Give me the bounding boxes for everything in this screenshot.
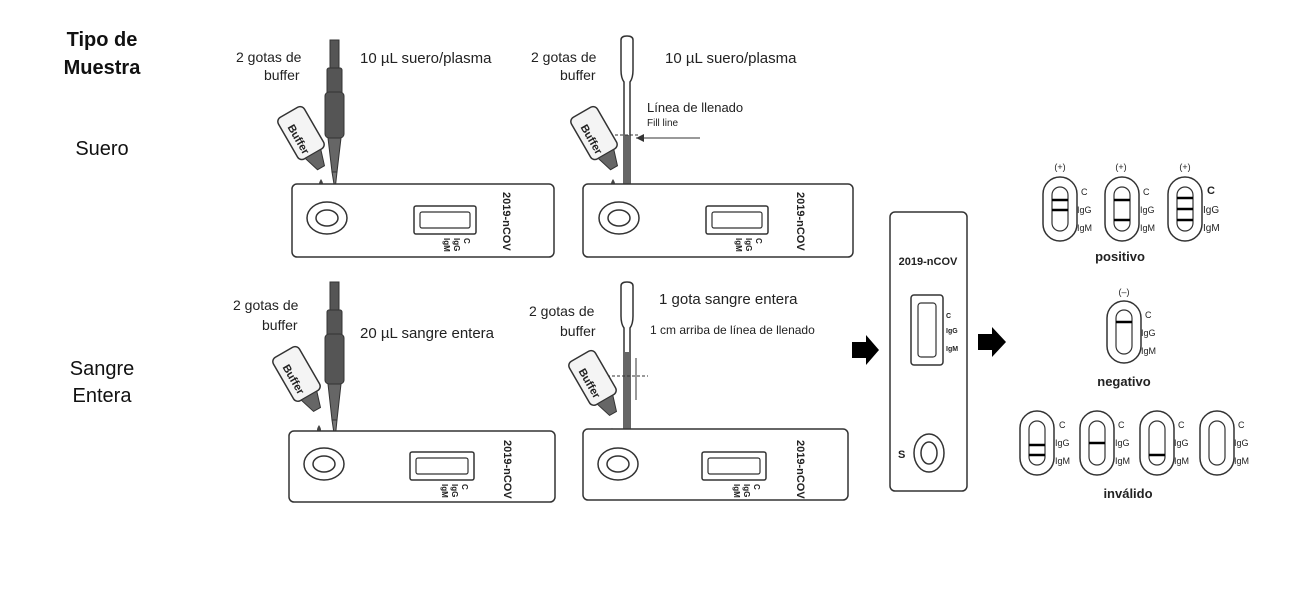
buffer-bottle-icon: Buffer <box>568 349 618 417</box>
positive-mark: (+) <box>1179 162 1190 172</box>
line-c-label: C <box>1238 420 1245 430</box>
buffer-text: buffer <box>262 317 298 333</box>
dropper-icon <box>620 35 634 187</box>
volume-text: 1 gota sangre entera <box>659 291 798 308</box>
line-igm-label: IgM <box>732 484 741 498</box>
line-igm-label: IgM <box>442 238 451 252</box>
panel-dropper-serum: 2 gotas de buffer 10 µL suero/plasma Lín… <box>531 35 854 258</box>
header-line-2: Muestra <box>63 57 141 79</box>
micropipette-icon <box>324 39 345 191</box>
line-igg-label: IgG <box>744 238 753 251</box>
buffer-text: buffer <box>264 67 300 83</box>
line-igm-label: IgM <box>1203 223 1220 234</box>
line-igg-label: IgG <box>1140 205 1155 215</box>
volume-text: 20 µL sangre entera <box>360 325 495 342</box>
positive-mark: (+) <box>1054 162 1065 172</box>
line-igg-label: IgG <box>742 484 751 497</box>
cassette-name: 2019-nCOV <box>794 192 806 251</box>
line-igm-label: IgM <box>1115 456 1130 466</box>
cassette-name: 2019-nCOV <box>899 256 958 268</box>
cassette-name: 2019-nCOV <box>500 192 512 251</box>
buffer-bottle-icon: Buffer <box>272 345 322 413</box>
dropper-icon <box>620 281 634 442</box>
line-igm-label: IgM <box>1140 223 1155 233</box>
sample-type-header: Tipo de Muestra <box>40 26 164 82</box>
buffer-drops-text: 2 gotas de <box>529 303 595 319</box>
fill-line-text: Línea de llenado <box>647 100 743 115</box>
result-positive: (+) (+) (+) C IgG IgM C IgG IgM C IgG <box>1042 162 1220 264</box>
line-igg-label: IgG <box>1203 205 1219 216</box>
vertical-cassette: 2019-nCOV C IgG IgM S <box>889 211 968 492</box>
line-c-label: C <box>460 484 469 490</box>
buffer-text: buffer <box>560 67 596 83</box>
line-igm-label: IgM <box>440 484 449 498</box>
cassette-name: 2019-nCOV <box>501 440 513 499</box>
line-igm-label: IgM <box>1141 346 1156 356</box>
invalid-label: inválido <box>1103 486 1152 501</box>
volume-text: 10 µL suero/plasma <box>360 50 492 67</box>
line-igg-label: IgG <box>450 484 459 497</box>
cassette-name: 2019-nCOV <box>794 440 806 499</box>
line-igm-label: IgM <box>1174 456 1189 466</box>
buffer-drops-text: 2 gotas de <box>233 297 299 313</box>
volume-text: 10 µL suero/plasma <box>665 50 797 67</box>
header-line-1: Tipo de <box>66 29 138 51</box>
row-label-serum: Suero <box>75 138 129 160</box>
line-igg-label: IgG <box>1055 438 1070 448</box>
arrow-right-icon <box>852 335 879 365</box>
line-c-label: C <box>1081 187 1088 197</box>
panel-dropper-blood: 2 gotas de buffer 1 gota sangre entera 1… <box>529 281 849 501</box>
line-igg-label: IgG <box>1234 438 1249 448</box>
buffer-drops-text: 2 gotas de <box>531 49 597 65</box>
buffer-text: buffer <box>560 323 596 339</box>
negative-label: negativo <box>1097 374 1151 389</box>
line-c-label: C <box>1118 420 1125 430</box>
buffer-drops-text: 2 gotas de <box>236 49 302 65</box>
line-c-label: C <box>946 313 951 320</box>
line-igm-label: IgM <box>1234 456 1249 466</box>
positive-mark: (+) <box>1115 162 1126 172</box>
line-c-label: C <box>1143 187 1150 197</box>
line-c-label: C <box>1059 420 1066 430</box>
row-label-whole-blood: Sangre Entera <box>52 356 152 410</box>
line-igg-label: IgG <box>1141 328 1156 338</box>
line-igm-label: IgM <box>946 346 958 353</box>
line-igg-label: IgG <box>1174 438 1189 448</box>
fill-line-en-text: Fill line <box>647 118 679 129</box>
negative-mark: (–) <box>1119 287 1130 297</box>
line-igm-label: IgM <box>1055 456 1070 466</box>
panel-pipette-blood: 2 gotas de buffer 20 µL sangre entera Bu… <box>233 281 556 503</box>
line-c-label: C <box>1145 310 1152 320</box>
line-c-label: C <box>1207 185 1215 197</box>
result-negative: (–) C IgG IgM negativo <box>1097 287 1156 389</box>
fill-line-text: 1 cm arriba de línea de llenado <box>650 323 815 337</box>
arrow-right-icon <box>978 327 1006 357</box>
line-igg-label: IgG <box>1115 438 1130 448</box>
line-igg-label: IgG <box>452 238 461 251</box>
line-c-label: C <box>754 238 763 244</box>
positive-label: positivo <box>1095 249 1145 264</box>
panel-pipette-serum: 2 gotas de buffer 10 µL suero/plasma Buf… <box>236 39 555 258</box>
micropipette-icon <box>324 281 345 441</box>
line-igm-label: IgM <box>1077 223 1092 233</box>
line-c-label: C <box>752 484 761 490</box>
buffer-bottle-icon: Buffer <box>570 105 619 171</box>
line-igm-label: IgM <box>734 238 743 252</box>
line-c-label: C <box>462 238 471 244</box>
result-invalid: C IgG IgM C IgG IgM C IgG IgM C IgG IgM <box>1019 410 1249 501</box>
row-label-whole-blood-line-1: Sangre <box>69 358 135 380</box>
sample-mark: S <box>898 449 905 461</box>
line-c-label: C <box>1178 420 1185 430</box>
line-igg-label: IgG <box>946 328 958 335</box>
line-igg-label: IgG <box>1077 205 1092 215</box>
row-label-whole-blood-line-2: Entera <box>72 385 132 407</box>
